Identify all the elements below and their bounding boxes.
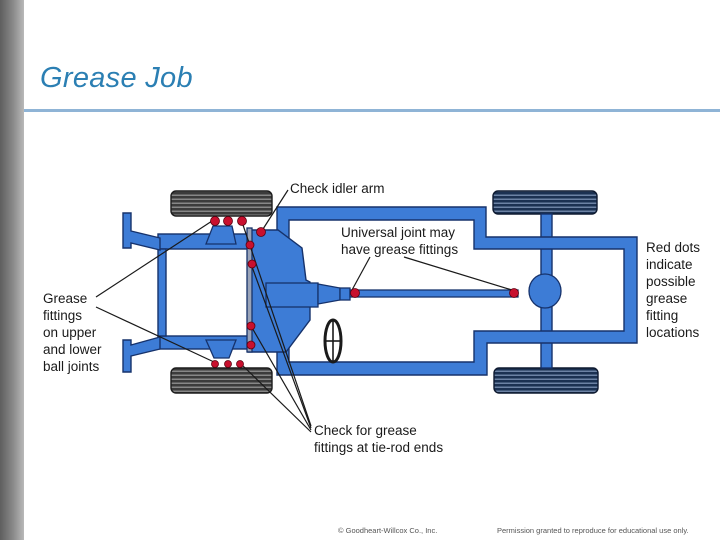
fitting-dot	[245, 240, 255, 250]
callout-leaders	[95, 189, 513, 433]
fitting-dot	[211, 360, 219, 368]
footer-permission: Permission granted to reproduce for educ…	[497, 526, 689, 535]
footer-copyright: © Goodheart-Willcox Co., Inc.	[338, 526, 438, 535]
callout-red-dots-legend: Red dots indicate possible grease fittin…	[646, 240, 704, 340]
tire-front-right	[170, 367, 273, 394]
fitting-dot	[246, 321, 256, 331]
grease-fitting-dots	[210, 216, 519, 368]
fitting-dot	[224, 360, 232, 368]
fitting-dot	[247, 259, 257, 269]
slide-title: Grease Job	[40, 62, 193, 94]
fitting-dot	[256, 227, 266, 237]
title-underline	[24, 109, 720, 112]
tire-rear-left	[492, 190, 598, 215]
drivetrain	[265, 273, 562, 309]
callout-idler-arm: Check idler arm	[290, 181, 385, 196]
fitting-dot	[246, 340, 256, 350]
fitting-dot	[350, 288, 360, 298]
fitting-dot	[210, 216, 220, 226]
fitting-dot	[223, 216, 233, 226]
fitting-dot	[509, 288, 519, 298]
steering-wheel-icon	[323, 318, 343, 364]
fitting-dot	[236, 360, 244, 368]
steering-knuckles	[204, 225, 253, 359]
slide-sidebar	[0, 0, 24, 540]
tire-front-left	[170, 190, 273, 217]
callout-tie-rod-ends: Check for grease fittings at tie-rod end…	[314, 423, 443, 455]
fitting-dot	[237, 216, 247, 226]
callout-universal-joint: Universal joint may have grease fittings	[341, 225, 459, 257]
callout-ball-joints: Grease fittings on upper and lower ball …	[43, 291, 105, 374]
tire-rear-right	[493, 367, 599, 394]
